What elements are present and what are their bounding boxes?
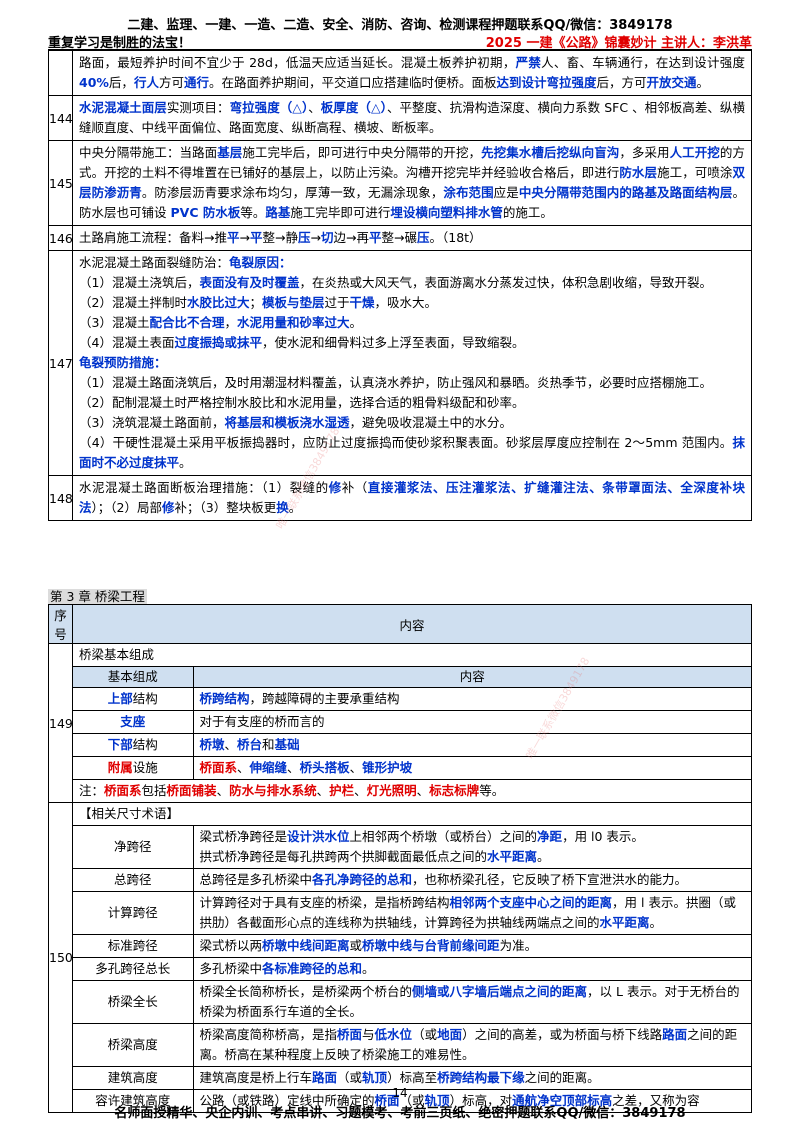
component-desc: 桥面系、伸缩缝、桥头搭板、锥形护坡 (192, 756, 751, 780)
highway-table: 路面，最短养护时间不宜少于 28d，低温天应适当延长。混凝土板养护初期，严禁人、… (48, 50, 752, 521)
term-name: 计算跨径 (73, 891, 194, 935)
row-content: 水泥混凝土路面断板治理措施：（1）裂缝的修补（直接灌浆法、压注灌浆法、扩缝灌注法… (72, 475, 752, 521)
row-number: 147 (48, 250, 73, 476)
table-header-row: 序号 内容 (48, 604, 752, 644)
row-content: 中央分隔带施工：当路面基层施工完毕后，即可进行中央分隔带的开挖，先挖集水槽后挖纵… (72, 140, 752, 226)
header-col-number: 序号 (48, 604, 73, 644)
chapter-heading: 第 3 章 桥梁工程 (48, 589, 147, 604)
row-content: 水泥混凝土面层实测项目：弯拉强度（△）、板厚度（△）、平整度、抗滑构造深度、横向… (72, 95, 752, 141)
header-contact-line: 二建、监理、一建、一造、二造、安全、消防、咨询、检测课程押题联系QQ/微信：38… (127, 18, 673, 33)
subheader-component: 基本组成 (73, 666, 194, 688)
table-row: 桥梁全长 桥梁全长简称桥长，是桥梁两个桥台的侧墙或八字墙后端点之间的距离，以 L… (73, 980, 751, 1024)
term-desc: 多孔桥梁中各标准跨径的总和。 (192, 957, 751, 981)
component-name: 附属设施 (73, 756, 194, 780)
table-row: 标准跨径 梁式桥以两桥墩中线间距离或桥墩中线与台背前缘间距为准。 (73, 934, 751, 958)
term-name: 多孔跨径总长 (73, 957, 194, 981)
component-desc: 对于有支座的桥而言的 (192, 710, 751, 734)
term-name: 桥梁全长 (73, 980, 194, 1024)
table-row: 支座 对于有支座的桥而言的 (73, 710, 751, 734)
page-number: 14 (392, 1086, 408, 1100)
table-row: 容许建筑高度 公路（或铁路）定线中所确定的桥面（或轨顶）标高，对通航净空顶部标高… (73, 1089, 751, 1112)
table-row: 净跨径 梁式桥净跨径是设计洪水位上相邻两个桥墩（或桥台）之间的净距，用 l0 表… (73, 825, 751, 869)
section-title: 桥梁基本组成 (73, 644, 751, 667)
table-row: 147 水泥混凝土路面裂缝防治：龟裂原因： （1）混凝土浇筑后，表面没有及时覆盖… (48, 250, 752, 476)
header-col-content: 内容 (72, 604, 752, 644)
row-number: 144 (48, 95, 73, 141)
note: 注：桥面系包括桥面铺装、防水与排水系统、护栏、灯光照明、标志标牌等。 (73, 779, 751, 802)
component-name: 支座 (73, 710, 194, 734)
row-number (48, 50, 73, 96)
term-name: 桥梁高度 (73, 1023, 194, 1067)
table-row: 148 水泥混凝土路面断板治理措施：（1）裂缝的修补（直接灌浆法、压注灌浆法、扩… (48, 475, 752, 521)
bridge-table: 序号 内容 149 桥梁基本组成 基本组成 内容 上部结构 桥跨结构，跨越障碍的… (48, 604, 752, 1113)
table-row: 上部结构 桥跨结构，跨越障碍的主要承重结构 (73, 687, 751, 711)
header-divider (48, 49, 752, 50)
row-content: 桥梁基本组成 基本组成 内容 上部结构 桥跨结构，跨越障碍的主要承重结构 支座 … (72, 643, 752, 803)
subheader-content: 内容 (192, 666, 751, 688)
table-row: 146 土路肩施工流程：备料→推平→平整→静压→切边→再平整→碾压。（18t） (48, 225, 752, 251)
component-name: 下部结构 (73, 733, 194, 757)
header-course-title: 2025 一建《公路》锦囊妙计 主讲人：李洪革 (485, 36, 752, 51)
table-row: 附属设施 桥面系、伸缩缝、桥头搭板、锥形护坡 (73, 756, 751, 780)
table-row: 150 【相关尺寸术语】 净跨径 梁式桥净跨径是设计洪水位上相邻两个桥墩（或桥台… (48, 802, 752, 1113)
header-motto: 重复学习是制胜的法宝！ (48, 36, 192, 51)
table-row: 145 中央分隔带施工：当路面基层施工完毕后，即可进行中央分隔带的开挖，先挖集水… (48, 140, 752, 226)
row-content: 路面，最短养护时间不宜少于 28d，低温天应适当延长。混凝土板养护初期，严禁人、… (72, 50, 752, 96)
table-row: 多孔跨径总长 多孔桥梁中各标准跨径的总和。 (73, 957, 751, 981)
row-number: 146 (48, 225, 73, 251)
table-row: 总跨径 总跨径是多孔桥梁中各孔净跨径的总和，也称桥梁孔径，它反映了桥下宣泄洪水的… (73, 868, 751, 892)
term-name: 总跨径 (73, 868, 194, 892)
row-number: 150 (48, 802, 73, 1113)
section-title: 【相关尺寸术语】 (73, 803, 751, 826)
term-desc: 计算跨径对于具有支座的桥梁，是指桥跨结构相邻两个支座中心之间的距离，用 l 表示… (192, 891, 751, 935)
table-row: 路面，最短养护时间不宜少于 28d，低温天应适当延长。混凝土板养护初期，严禁人、… (48, 50, 752, 96)
table-row: 下部结构 桥墩、桥台和基础 (73, 733, 751, 757)
table-row: 149 桥梁基本组成 基本组成 内容 上部结构 桥跨结构，跨越障碍的主要承重结构… (48, 643, 752, 803)
row-number: 145 (48, 140, 73, 226)
term-desc: 桥梁全长简称桥长，是桥梁两个桥台的侧墙或八字墙后端点之间的距离，以 L 表示。对… (192, 980, 751, 1024)
row-number: 149 (48, 643, 73, 803)
term-desc: 总跨径是多孔桥梁中各孔净跨径的总和，也称桥梁孔径，它反映了桥下宣泄洪水的能力。 (192, 868, 751, 892)
row-content: 水泥混凝土路面裂缝防治：龟裂原因： （1）混凝土浇筑后，表面没有及时覆盖，在炎热… (72, 250, 752, 476)
table-row: 计算跨径 计算跨径对于具有支座的桥梁，是指桥跨结构相邻两个支座中心之间的距离，用… (73, 891, 751, 935)
table-row: 建筑高度 建筑高度是桥上行车路面（或轨顶）标高至桥跨结构最下缘之间的距离。 (73, 1066, 751, 1090)
term-name: 容许建筑高度 (73, 1089, 194, 1112)
component-desc: 桥跨结构，跨越障碍的主要承重结构 (192, 687, 751, 711)
term-desc: 梁式桥净跨径是设计洪水位上相邻两个桥墩（或桥台）之间的净距，用 l0 表示。拱式… (192, 825, 751, 869)
term-name: 标准跨径 (73, 934, 194, 958)
component-desc: 桥墩、桥台和基础 (192, 733, 751, 757)
table-row: 144 水泥混凝土面层实测项目：弯拉强度（△）、板厚度（△）、平整度、抗滑构造深… (48, 95, 752, 141)
component-name: 上部结构 (73, 687, 194, 711)
term-desc: 公路（或铁路）定线中所确定的桥面（或轨顶）标高，对通航净空顶部标高之差，又称为容 (192, 1089, 751, 1112)
table-row: 桥梁高度 桥梁高度简称桥高，是指桥面与低水位（或地面）之间的高差，或为桥面与桥下… (73, 1023, 751, 1067)
term-name: 建筑高度 (73, 1066, 194, 1090)
term-desc: 桥梁高度简称桥高，是指桥面与低水位（或地面）之间的高差，或为桥面与桥下线路路面之… (192, 1023, 751, 1067)
footer-contact-line: 名师面授精华、央企内训、考点串讲、习题模考、考前三页纸、绝密押题联系QQ/微信：… (114, 1106, 686, 1121)
row-content: 【相关尺寸术语】 净跨径 梁式桥净跨径是设计洪水位上相邻两个桥墩（或桥台）之间的… (72, 802, 752, 1113)
row-content: 土路肩施工流程：备料→推平→平整→静压→切边→再平整→碾压。（18t） (72, 225, 752, 251)
term-desc: 建筑高度是桥上行车路面（或轨顶）标高至桥跨结构最下缘之间的距离。 (192, 1066, 751, 1090)
row-number: 148 (48, 475, 73, 521)
term-name: 净跨径 (73, 825, 194, 869)
term-desc: 梁式桥以两桥墩中线间距离或桥墩中线与台背前缘间距为准。 (192, 934, 751, 958)
